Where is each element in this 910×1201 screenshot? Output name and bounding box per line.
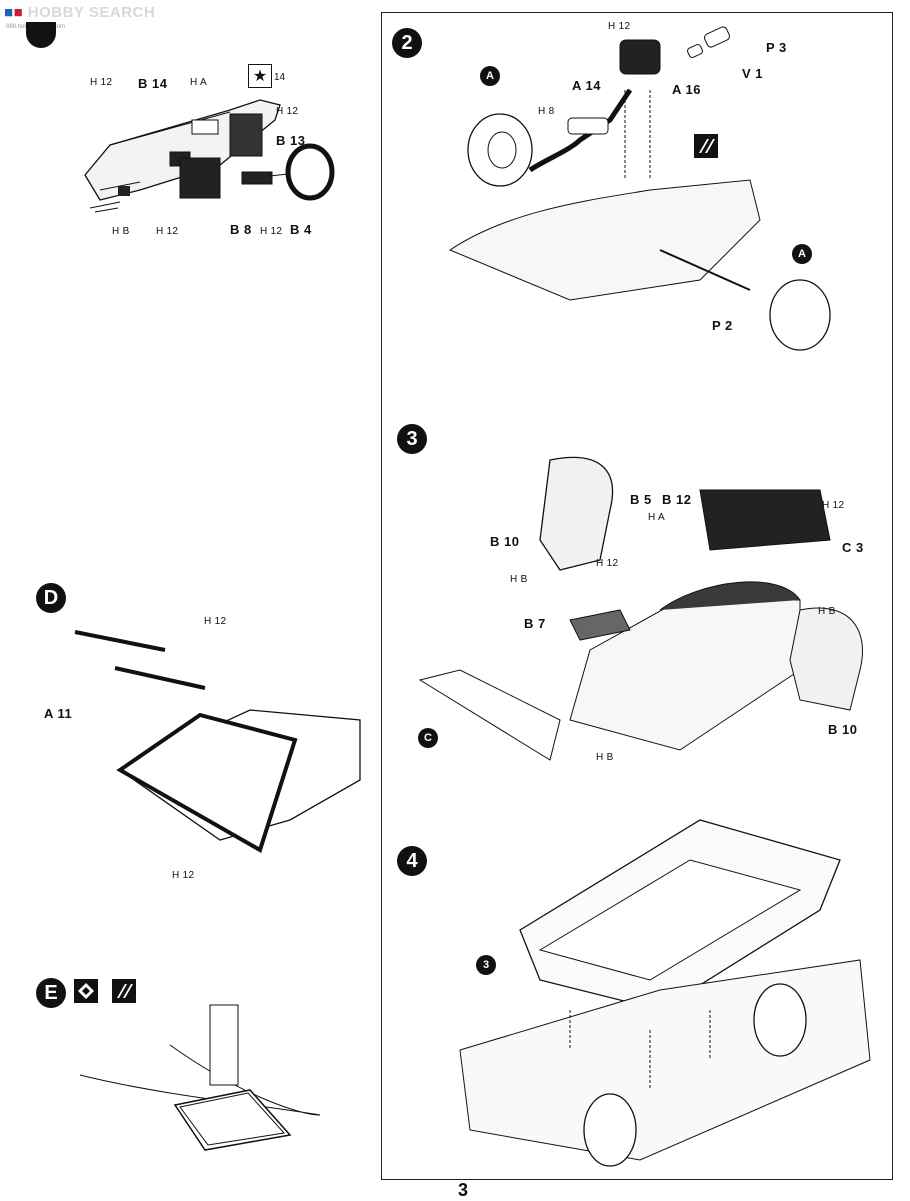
label-h12-a: H 12 [90,77,113,88]
stepD-windshield-drawing [74,630,361,853]
label-b12: B 12 [662,492,692,507]
star-badge: 14 [274,72,286,83]
sub-assembly-c-badge: C [418,728,438,748]
label-h12-a: H 12 [204,616,227,627]
label-ha: H A [648,512,666,523]
step4-badge: 4 [397,846,427,876]
label-b5: B 5 [630,492,652,507]
step2-badge: 2 [392,28,422,58]
label-h12-a: H 12 [596,558,619,569]
label-hb: H B [112,226,130,237]
stepE-interior-detail [79,1004,321,1151]
watermark: ■■ HOBBY SEARCH [4,4,155,21]
label-p2: P 2 [712,318,733,333]
page-number: 3 [458,1180,469,1200]
diamond-icon [74,979,98,1003]
stepE-badge: E [36,978,66,1008]
step2-chassis-drawing [448,26,831,351]
stepD-badge: D [36,583,66,613]
label-hb-c: H B [596,752,614,763]
watermark-logo-a: ■ [4,4,14,21]
label-v1: V 1 [742,66,764,81]
label-hb-a: H B [510,574,528,585]
label-b10-b: B 10 [828,722,858,737]
label-ha: H A [190,77,208,88]
label-a11: A 11 [44,706,73,721]
step4-body-drawing [459,819,871,1167]
step1-badge [26,22,56,48]
step3-badge: 3 [397,424,427,454]
label-p3: P 3 [766,40,787,55]
label-a14: A 14 [572,78,601,93]
right-panel-frame [381,12,893,1180]
metallic-paint-icon [694,134,718,158]
label-b8: B 8 [230,222,252,237]
step3-interior-drawing [418,456,863,761]
label-b13: B 13 [276,133,306,148]
star-icon: ★ [248,64,272,88]
label-h12-b: H 12 [276,106,299,117]
label-h12-b: H 12 [822,500,845,511]
label-h8: H 8 [538,106,555,117]
label-b4: B 4 [290,222,312,237]
label-hb-b: H B [818,606,836,617]
label-h12-d: H 12 [260,226,283,237]
watermark-logo-b: ■ [13,4,24,21]
label-h12-c: H 12 [156,226,179,237]
metallic-paint-icon [112,979,136,1003]
wheel-a-badge-right: A [792,244,812,264]
label-b14: B 14 [138,76,168,91]
label-b10-a: B 10 [490,534,520,549]
watermark-brand: HOBBY SEARCH [27,4,156,21]
label-b7: B 7 [524,616,546,631]
wheel-a-badge-left: A [480,66,500,86]
label-c3: C 3 [842,540,864,555]
sub-assembly-3-badge: 3 [476,955,496,975]
label-h12-b: H 12 [172,870,195,881]
step1-dashboard-drawing [84,99,335,213]
label-h12: H 12 [608,21,631,32]
label-a16: A 16 [672,82,701,97]
